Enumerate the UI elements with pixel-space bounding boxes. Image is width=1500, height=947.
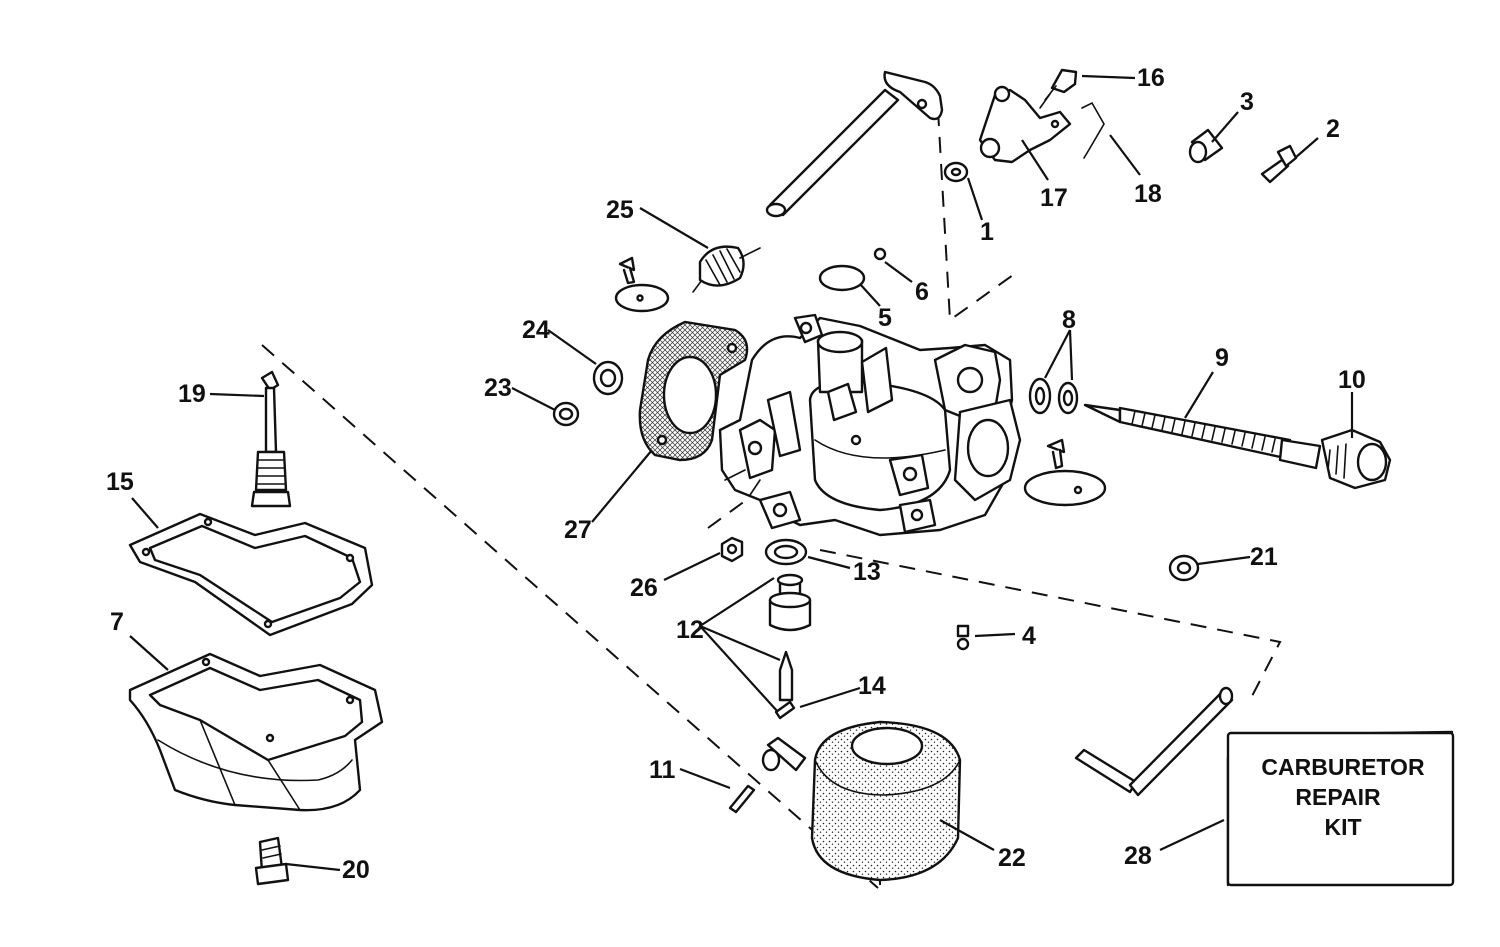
callout-3: 3 [1240,88,1254,116]
kit-label-line2: REPAIR [1295,784,1381,810]
callout-10: 10 [1338,366,1366,394]
callout-13: 13 [853,558,881,586]
callout-24: 24 [522,316,550,344]
part-drain-plug [254,836,290,886]
part-hinge-pin [728,784,756,814]
part-seat-gasket [764,538,808,566]
part-choke-linkage [943,68,1105,183]
part-idle-adjust-needle [250,370,292,508]
callout-25: 25 [606,196,634,224]
carburetor-repair-kit-box: CARBURETOR REPAIR KIT [1226,730,1455,887]
part-throttle-plate-screw [614,256,670,313]
part-bushing [1188,128,1224,164]
callout-28: 28 [1124,842,1152,870]
part-welch-plug [818,264,866,292]
callout-19: 19 [178,380,206,408]
part-washers [1028,377,1079,415]
callout-5: 5 [878,304,892,332]
callout-17: 17 [1040,184,1068,212]
callout-9: 9 [1215,344,1229,372]
callout-12: 12 [676,616,704,644]
part-hex-nut [720,536,744,563]
callout-18: 18 [1134,180,1162,208]
callout-1: 1 [980,218,994,246]
callout-7: 7 [110,608,124,636]
part-float [761,720,962,882]
part-washer [1168,554,1200,582]
part-inlet-needle-seat [768,573,812,632]
callout-11: 11 [649,756,676,784]
callout-26: 26 [630,574,658,602]
callout-15: 15 [106,468,134,496]
part-float-bowl [128,652,384,812]
part-check-ball [873,247,887,261]
callout-16: 16 [1137,64,1165,92]
part-choke-plate-screw [1023,438,1107,507]
kit-label-line3: KIT [1324,814,1361,840]
part-throttle-return-spring [692,245,761,293]
callout-2: 2 [1326,115,1340,143]
part-small-screw [1260,144,1298,184]
part-carburetor-body [718,313,1022,537]
callout-8: 8 [1062,306,1076,334]
part-small-seal [552,401,580,427]
callout-23: 23 [484,374,512,402]
part-inlet-needle [778,650,794,702]
callout-leader-lines [129,74,1354,872]
part-needle-valve [1083,403,1322,470]
part-float-pin [774,700,796,720]
part-choke-link-rod [1074,686,1234,797]
callout-22: 22 [998,844,1026,872]
part-seal [592,360,624,396]
callout-27: 27 [564,516,592,544]
callout-20: 20 [342,856,370,884]
part-packing-nut [1320,428,1392,490]
callout-14: 14 [858,672,886,700]
callout-numbers: 1 2 3 4 5 6 7 8 9 10 11 12 13 14 15 16 1… [106,64,1366,884]
callout-4: 4 [1022,622,1036,650]
callout-21: 21 [1250,543,1278,571]
kit-label-line1: CARBURETOR [1261,754,1425,780]
part-throttle-shaft [765,70,944,218]
part-float-bowl-gasket [128,512,374,637]
callout-6: 6 [915,278,929,306]
part-flange-gasket [638,320,749,462]
part-retainer-screw [956,624,970,651]
